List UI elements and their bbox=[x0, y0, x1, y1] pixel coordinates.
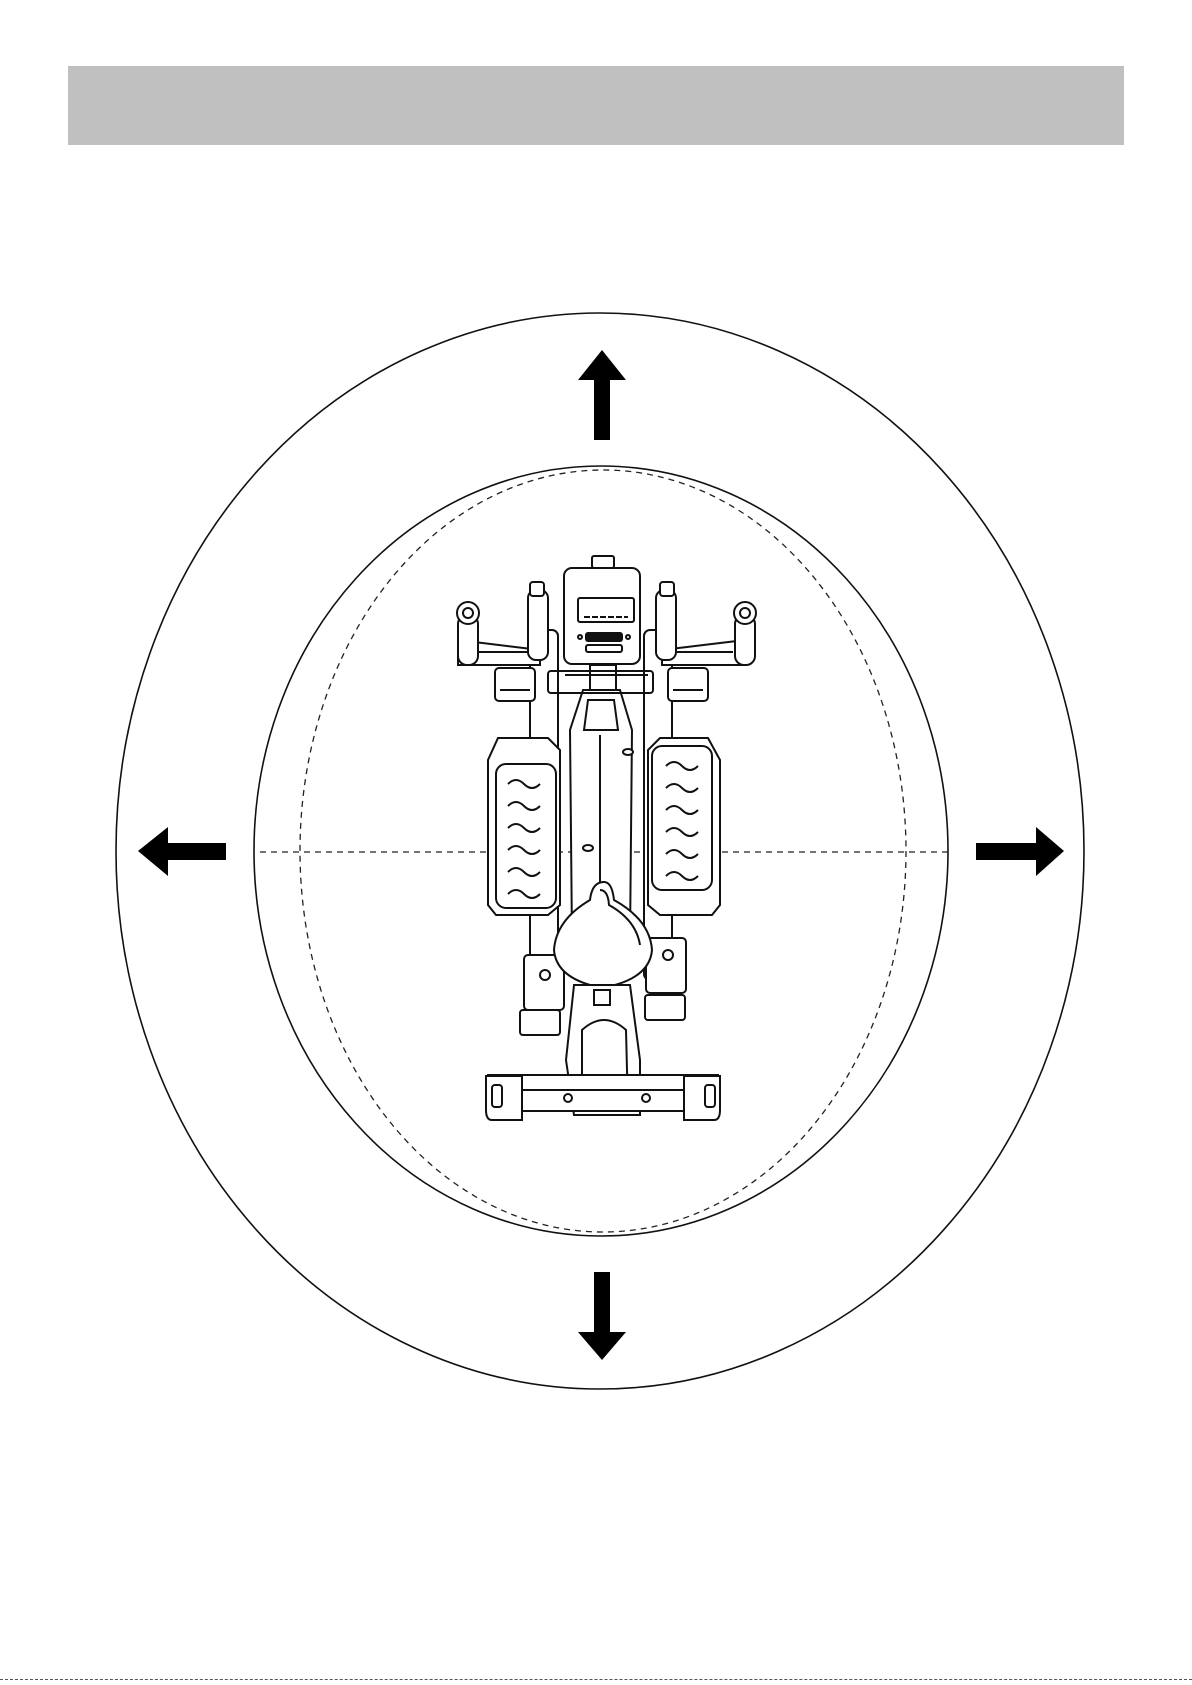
page-bottom-rule bbox=[0, 1679, 1192, 1680]
arrow-right-icon bbox=[976, 827, 1064, 876]
arrow-left-icon bbox=[138, 827, 226, 876]
arrow-down-icon bbox=[578, 1272, 626, 1360]
arrow-up-icon bbox=[578, 350, 626, 440]
elliptical-trainer-icon bbox=[457, 556, 756, 1120]
